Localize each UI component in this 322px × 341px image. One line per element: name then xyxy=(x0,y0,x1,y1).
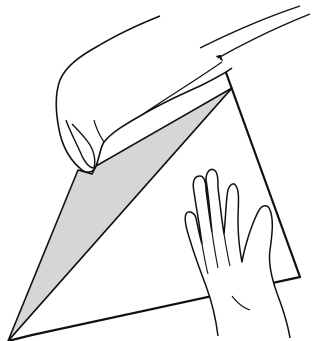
folding-illustration xyxy=(0,0,322,341)
folding-illustration-svg xyxy=(0,0,322,341)
